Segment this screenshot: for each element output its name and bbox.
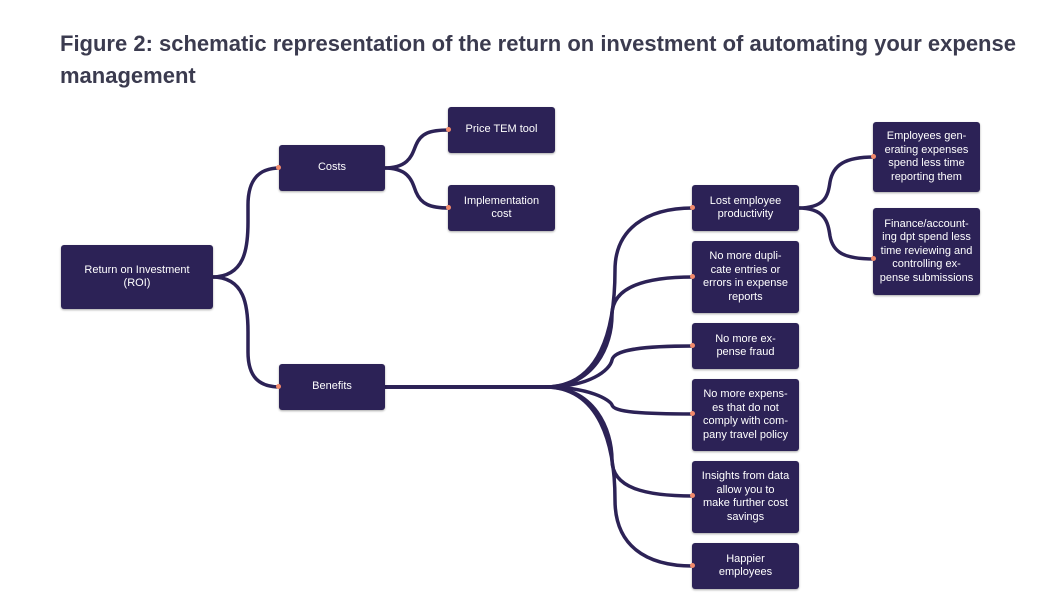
node-no-fraud-label: No more ex- pense fraud (715, 332, 776, 359)
node-no-duplicates: No more dupli- cate entries or errors in… (692, 241, 799, 313)
connector-productivity-employees (796, 155, 876, 210)
node-roi: Return on Investment (ROI) (61, 245, 213, 309)
node-employees-less-time-label: Employees gen- erating expenses spend le… (884, 130, 969, 183)
node-insights-label: Insights from data allow you to make fur… (701, 470, 790, 523)
connector-benefits-noncompliant (382, 385, 695, 416)
figure-title: Figure 2: schematic representation of th… (60, 31, 1016, 88)
node-implementation-cost-label: Implementation cost (463, 194, 540, 221)
connector-dot-employees (871, 154, 876, 159)
node-no-fraud: No more ex- pense fraud (692, 323, 799, 369)
node-lost-productivity-label: Lost employee productivity (709, 194, 782, 221)
node-happier-employees: Happier employees (692, 543, 799, 589)
connector-dot-productivity (690, 205, 695, 210)
node-costs: Costs (279, 145, 385, 191)
node-finance-less-time: Finance/account- ing dpt spend less time… (873, 208, 980, 295)
connector-benefits-happier (382, 385, 695, 568)
connector-benefits-duplicates (382, 275, 695, 389)
connector-benefits-insights (382, 385, 695, 498)
connector-dot-duplicates (690, 274, 695, 279)
connector-benefits-productivity (382, 206, 695, 389)
connector-dot-price (446, 127, 451, 132)
connector-roi-costs (210, 166, 282, 279)
node-no-noncompliant-label: No more expens- es that do not comply wi… (703, 388, 788, 441)
connector-dot-benefits (276, 384, 281, 389)
connector-roi-benefits (210, 275, 282, 389)
connector-benefits-fraud (382, 344, 695, 389)
connector-costs-price (382, 128, 451, 170)
node-happier-employees-label: Happier employees (718, 552, 773, 579)
connector-dot-costs (276, 165, 281, 170)
connector-costs-implementation (382, 166, 451, 210)
node-price-tem-tool-label: Price TEM tool (465, 123, 538, 136)
node-benefits-label: Benefits (312, 380, 352, 393)
node-roi-label: Return on Investment (ROI) (84, 263, 190, 290)
node-employees-less-time: Employees gen- erating expenses spend le… (873, 122, 980, 192)
connector-productivity-finance (796, 206, 876, 261)
node-finance-less-time-label: Finance/account- ing dpt spend less time… (879, 217, 974, 284)
node-no-duplicates-label: No more dupli- cate entries or errors in… (703, 250, 788, 303)
connector-dot-noncompliant (690, 411, 695, 416)
node-lost-productivity: Lost employee productivity (692, 185, 799, 231)
connector-dot-happier (690, 563, 695, 568)
node-insights: Insights from data allow you to make fur… (692, 461, 799, 533)
connector-dot-fraud (690, 343, 695, 348)
node-benefits: Benefits (279, 364, 385, 410)
node-price-tem-tool: Price TEM tool (448, 107, 555, 153)
connector-dot-implementation (446, 205, 451, 210)
node-implementation-cost: Implementation cost (448, 185, 555, 231)
connector-dot-finance (871, 256, 876, 261)
node-no-noncompliant: No more expens- es that do not comply wi… (692, 379, 799, 451)
node-costs-label: Costs (317, 161, 347, 174)
connector-dot-insights (690, 493, 695, 498)
